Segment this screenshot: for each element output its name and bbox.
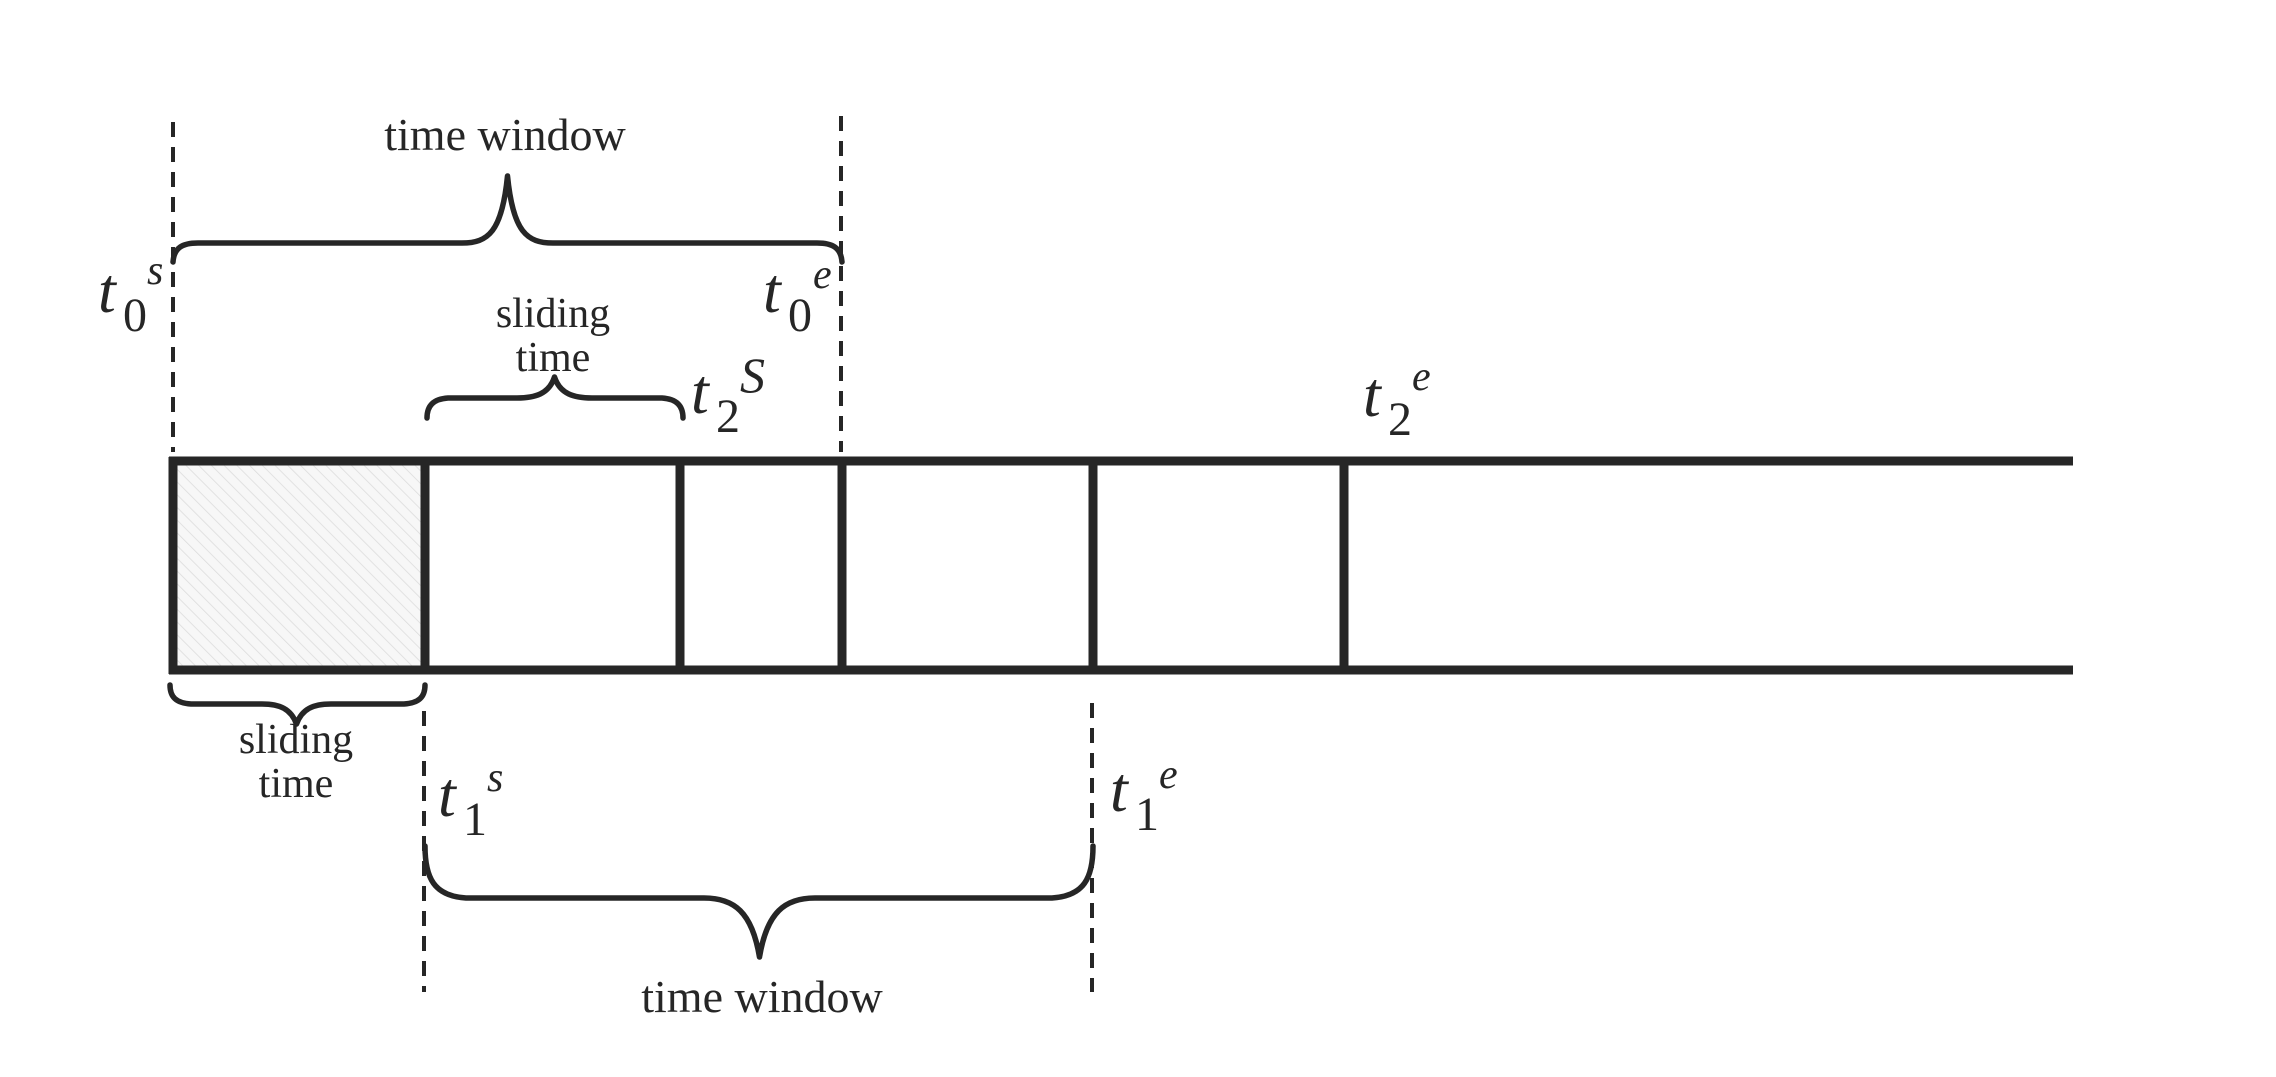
annotations: time window sliding time sliding time ti… [98, 109, 1431, 1022]
linework [167, 116, 2073, 992]
bottom-sliding-label-line2: time [259, 761, 334, 807]
brace-bottom-sliding-time [167, 682, 428, 727]
bottom-time-window-label: time window [641, 971, 883, 1022]
marker-t2-end: t 2 e [1363, 354, 1431, 446]
bottom-sliding-label-line1: sliding [239, 717, 353, 763]
marker-t1-end: t 1 e [1110, 752, 1178, 841]
shaded-sliding-segment [177, 465, 421, 666]
top-sliding-label-line2: time [516, 335, 591, 381]
marker-t2-start: t 2 S [691, 347, 765, 443]
marker-t0-start: t 0 s [98, 248, 163, 342]
top-time-window-label: time window [384, 109, 626, 160]
marker-t0-end: t 0 e [763, 252, 832, 342]
top-sliding-label-line1: sliding [496, 291, 610, 337]
marker-t1-start: t 1 s [438, 755, 503, 846]
brace-bottom-time-window [422, 843, 1096, 960]
brace-top-sliding-time [424, 374, 686, 421]
brace-top-time-window [170, 173, 845, 265]
